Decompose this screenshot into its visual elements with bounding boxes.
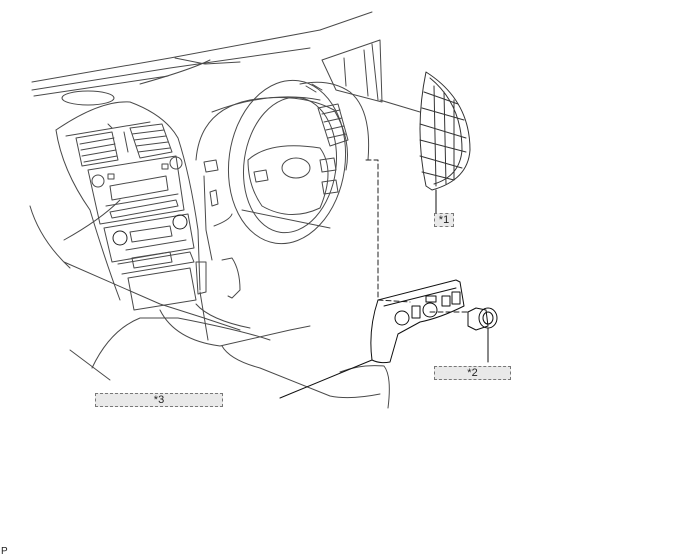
figure-code: P	[1, 546, 8, 557]
dashboard-outline	[31, 11, 421, 113]
climate-panel	[103, 213, 195, 263]
lower-dash	[195, 159, 331, 341]
part-1-vent-register	[419, 71, 471, 215]
steering-wheel	[195, 79, 370, 245]
center-vent-left	[75, 131, 119, 167]
cluster-vent	[317, 103, 349, 147]
callout-label-3: *3	[95, 393, 223, 407]
callout-label-1: *1	[434, 213, 454, 227]
center-console	[55, 101, 201, 311]
part-3-finish-panel	[279, 279, 465, 399]
part-2-knob	[467, 307, 498, 363]
callout-label-2: *2	[434, 366, 511, 380]
exploded-guide-lines	[365, 159, 469, 313]
floor-and-seats	[29, 199, 390, 409]
center-vent-right	[129, 123, 173, 159]
audio-unit	[87, 155, 185, 225]
